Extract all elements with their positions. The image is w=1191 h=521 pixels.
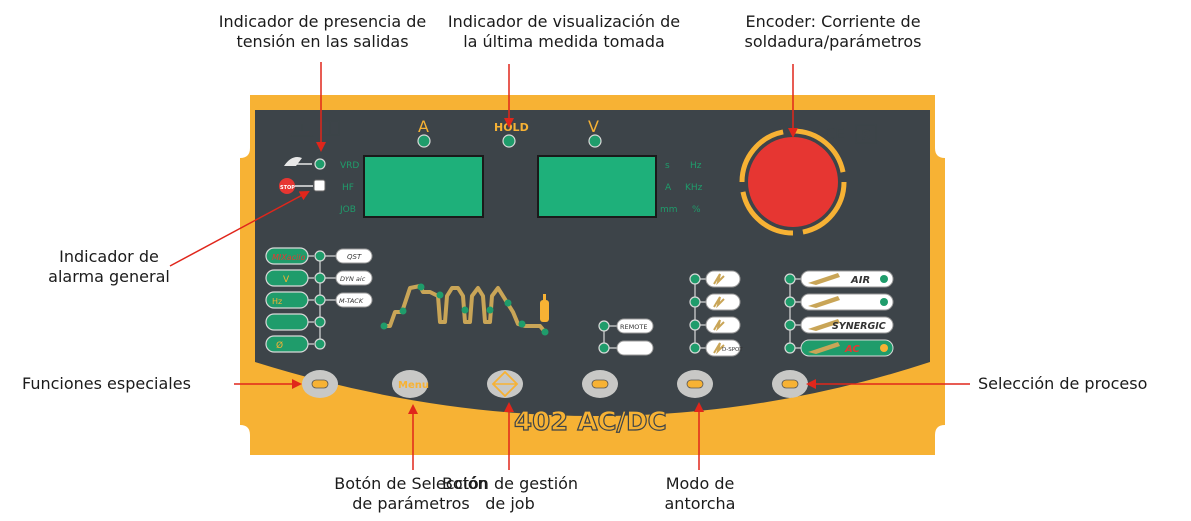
led-special-5 bbox=[314, 338, 326, 350]
annotation-torch: Modo de antorcha bbox=[664, 474, 736, 513]
special-diameter-label: Ø bbox=[276, 340, 283, 351]
arrow-alarm bbox=[169, 191, 310, 267]
annotation-alarm: Indicador de alarma general bbox=[48, 247, 170, 286]
led-special-4 bbox=[314, 316, 326, 328]
stop-label: STOP bbox=[280, 185, 295, 191]
annotation-hold: Indicador de visualización de la última … bbox=[447, 12, 681, 51]
unit-pct: % bbox=[692, 205, 701, 215]
led-v bbox=[588, 134, 602, 148]
unit-s: s bbox=[665, 161, 670, 171]
special-dyn[interactable] bbox=[335, 270, 373, 286]
display-v bbox=[537, 155, 657, 218]
special-hz-label: Hz bbox=[272, 297, 282, 306]
s-mark: S bbox=[861, 128, 871, 144]
led-process-4 bbox=[784, 342, 796, 354]
special-qst[interactable] bbox=[335, 248, 373, 264]
led-remote bbox=[598, 320, 610, 332]
led-process-1 bbox=[784, 273, 796, 285]
s-mark-box bbox=[855, 124, 877, 144]
annotation-encoder: Encoder: Corriente de soldadura/parámetr… bbox=[744, 12, 922, 51]
annotation-vrd: Indicador de presencia de tensión en las… bbox=[218, 12, 427, 51]
led-hf bbox=[313, 179, 326, 192]
stop-icon bbox=[279, 178, 295, 194]
special-mtack[interactable] bbox=[335, 292, 373, 308]
process-dc[interactable] bbox=[800, 293, 894, 311]
warning-icon bbox=[290, 116, 314, 137]
special-qst-label: QST bbox=[347, 253, 362, 261]
special-mix-label: MIXaciio bbox=[272, 253, 305, 262]
process-ac-label: AC bbox=[844, 344, 860, 355]
display-a bbox=[363, 155, 484, 218]
gas-bottle-icon bbox=[540, 294, 549, 322]
ce-mark: CE bbox=[825, 125, 845, 143]
menu-button[interactable] bbox=[392, 370, 428, 398]
remote-group: REMOTE bbox=[598, 318, 654, 356]
led-process-2 bbox=[784, 296, 796, 308]
annotation-param: Botón de Selección de parámetros bbox=[334, 474, 488, 513]
led-process-3 bbox=[784, 319, 796, 331]
led-a bbox=[417, 134, 431, 148]
led-label-vrd: VRD bbox=[340, 161, 359, 171]
special-diameter[interactable] bbox=[265, 335, 309, 353]
special-v-label: V bbox=[283, 275, 290, 285]
led-vrd bbox=[314, 158, 326, 170]
special-mtack-label: M-TACK bbox=[339, 297, 364, 305]
unit-khz: KHz bbox=[685, 183, 703, 193]
annotation-process: Selección de proceso bbox=[978, 374, 1148, 393]
torch-2t[interactable] bbox=[705, 270, 741, 288]
annotation-special: Funciones especiales bbox=[22, 374, 191, 393]
remote-pill[interactable] bbox=[616, 318, 654, 334]
led-special-1 bbox=[314, 250, 326, 262]
led-torch-2 bbox=[689, 296, 701, 308]
process-air[interactable] bbox=[800, 270, 894, 288]
process-synergic[interactable] bbox=[800, 316, 894, 334]
process-group: AIR SYNERGIC AC bbox=[784, 270, 894, 357]
encoder-ring bbox=[739, 128, 847, 236]
unit-mm: mm bbox=[660, 205, 678, 215]
welding-cycle-curve bbox=[380, 283, 549, 336]
menu-button-label: Menu bbox=[398, 380, 429, 391]
remote-pill-2[interactable] bbox=[616, 340, 654, 356]
torch-dspot-label: D-SPOT bbox=[722, 347, 743, 353]
torch-bilevel[interactable] bbox=[705, 316, 741, 334]
annotation-job: Botón de gestión de job bbox=[441, 474, 579, 513]
led-special-2 bbox=[314, 272, 326, 284]
led-torch-4 bbox=[689, 342, 701, 354]
unit-a: A bbox=[665, 183, 672, 193]
special-functions-group: MIXaciio V Hz Ø QST DYN aic M-TACK bbox=[265, 247, 373, 353]
led-label-hf: HF bbox=[342, 183, 354, 193]
led-hold bbox=[502, 134, 516, 148]
torch-4t[interactable] bbox=[705, 293, 741, 311]
model-label: 402 AC/DC bbox=[514, 407, 667, 437]
process-synergic-label: SYNERGIC bbox=[832, 321, 886, 332]
led-label-job: JOB bbox=[339, 205, 356, 215]
special-4[interactable] bbox=[265, 313, 309, 331]
process-ac[interactable] bbox=[800, 339, 894, 357]
remote-label: REMOTE bbox=[620, 323, 647, 331]
unit-hz: Hz bbox=[690, 161, 702, 171]
hold-label: HOLD bbox=[494, 121, 529, 134]
led-remote-2 bbox=[598, 342, 610, 354]
led-torch-1 bbox=[689, 273, 701, 285]
vrd-torch-icon bbox=[284, 157, 312, 166]
display-v-unit: V bbox=[588, 117, 599, 136]
display-a-unit: A bbox=[418, 117, 429, 136]
led-special-3 bbox=[314, 294, 326, 306]
torch-mode-group: D-SPOT bbox=[689, 270, 743, 357]
special-dyn-label: DYN aic bbox=[340, 275, 366, 283]
encoder-knob[interactable] bbox=[748, 137, 838, 227]
led-torch-3 bbox=[689, 319, 701, 331]
process-air-label: AIR bbox=[850, 275, 870, 286]
